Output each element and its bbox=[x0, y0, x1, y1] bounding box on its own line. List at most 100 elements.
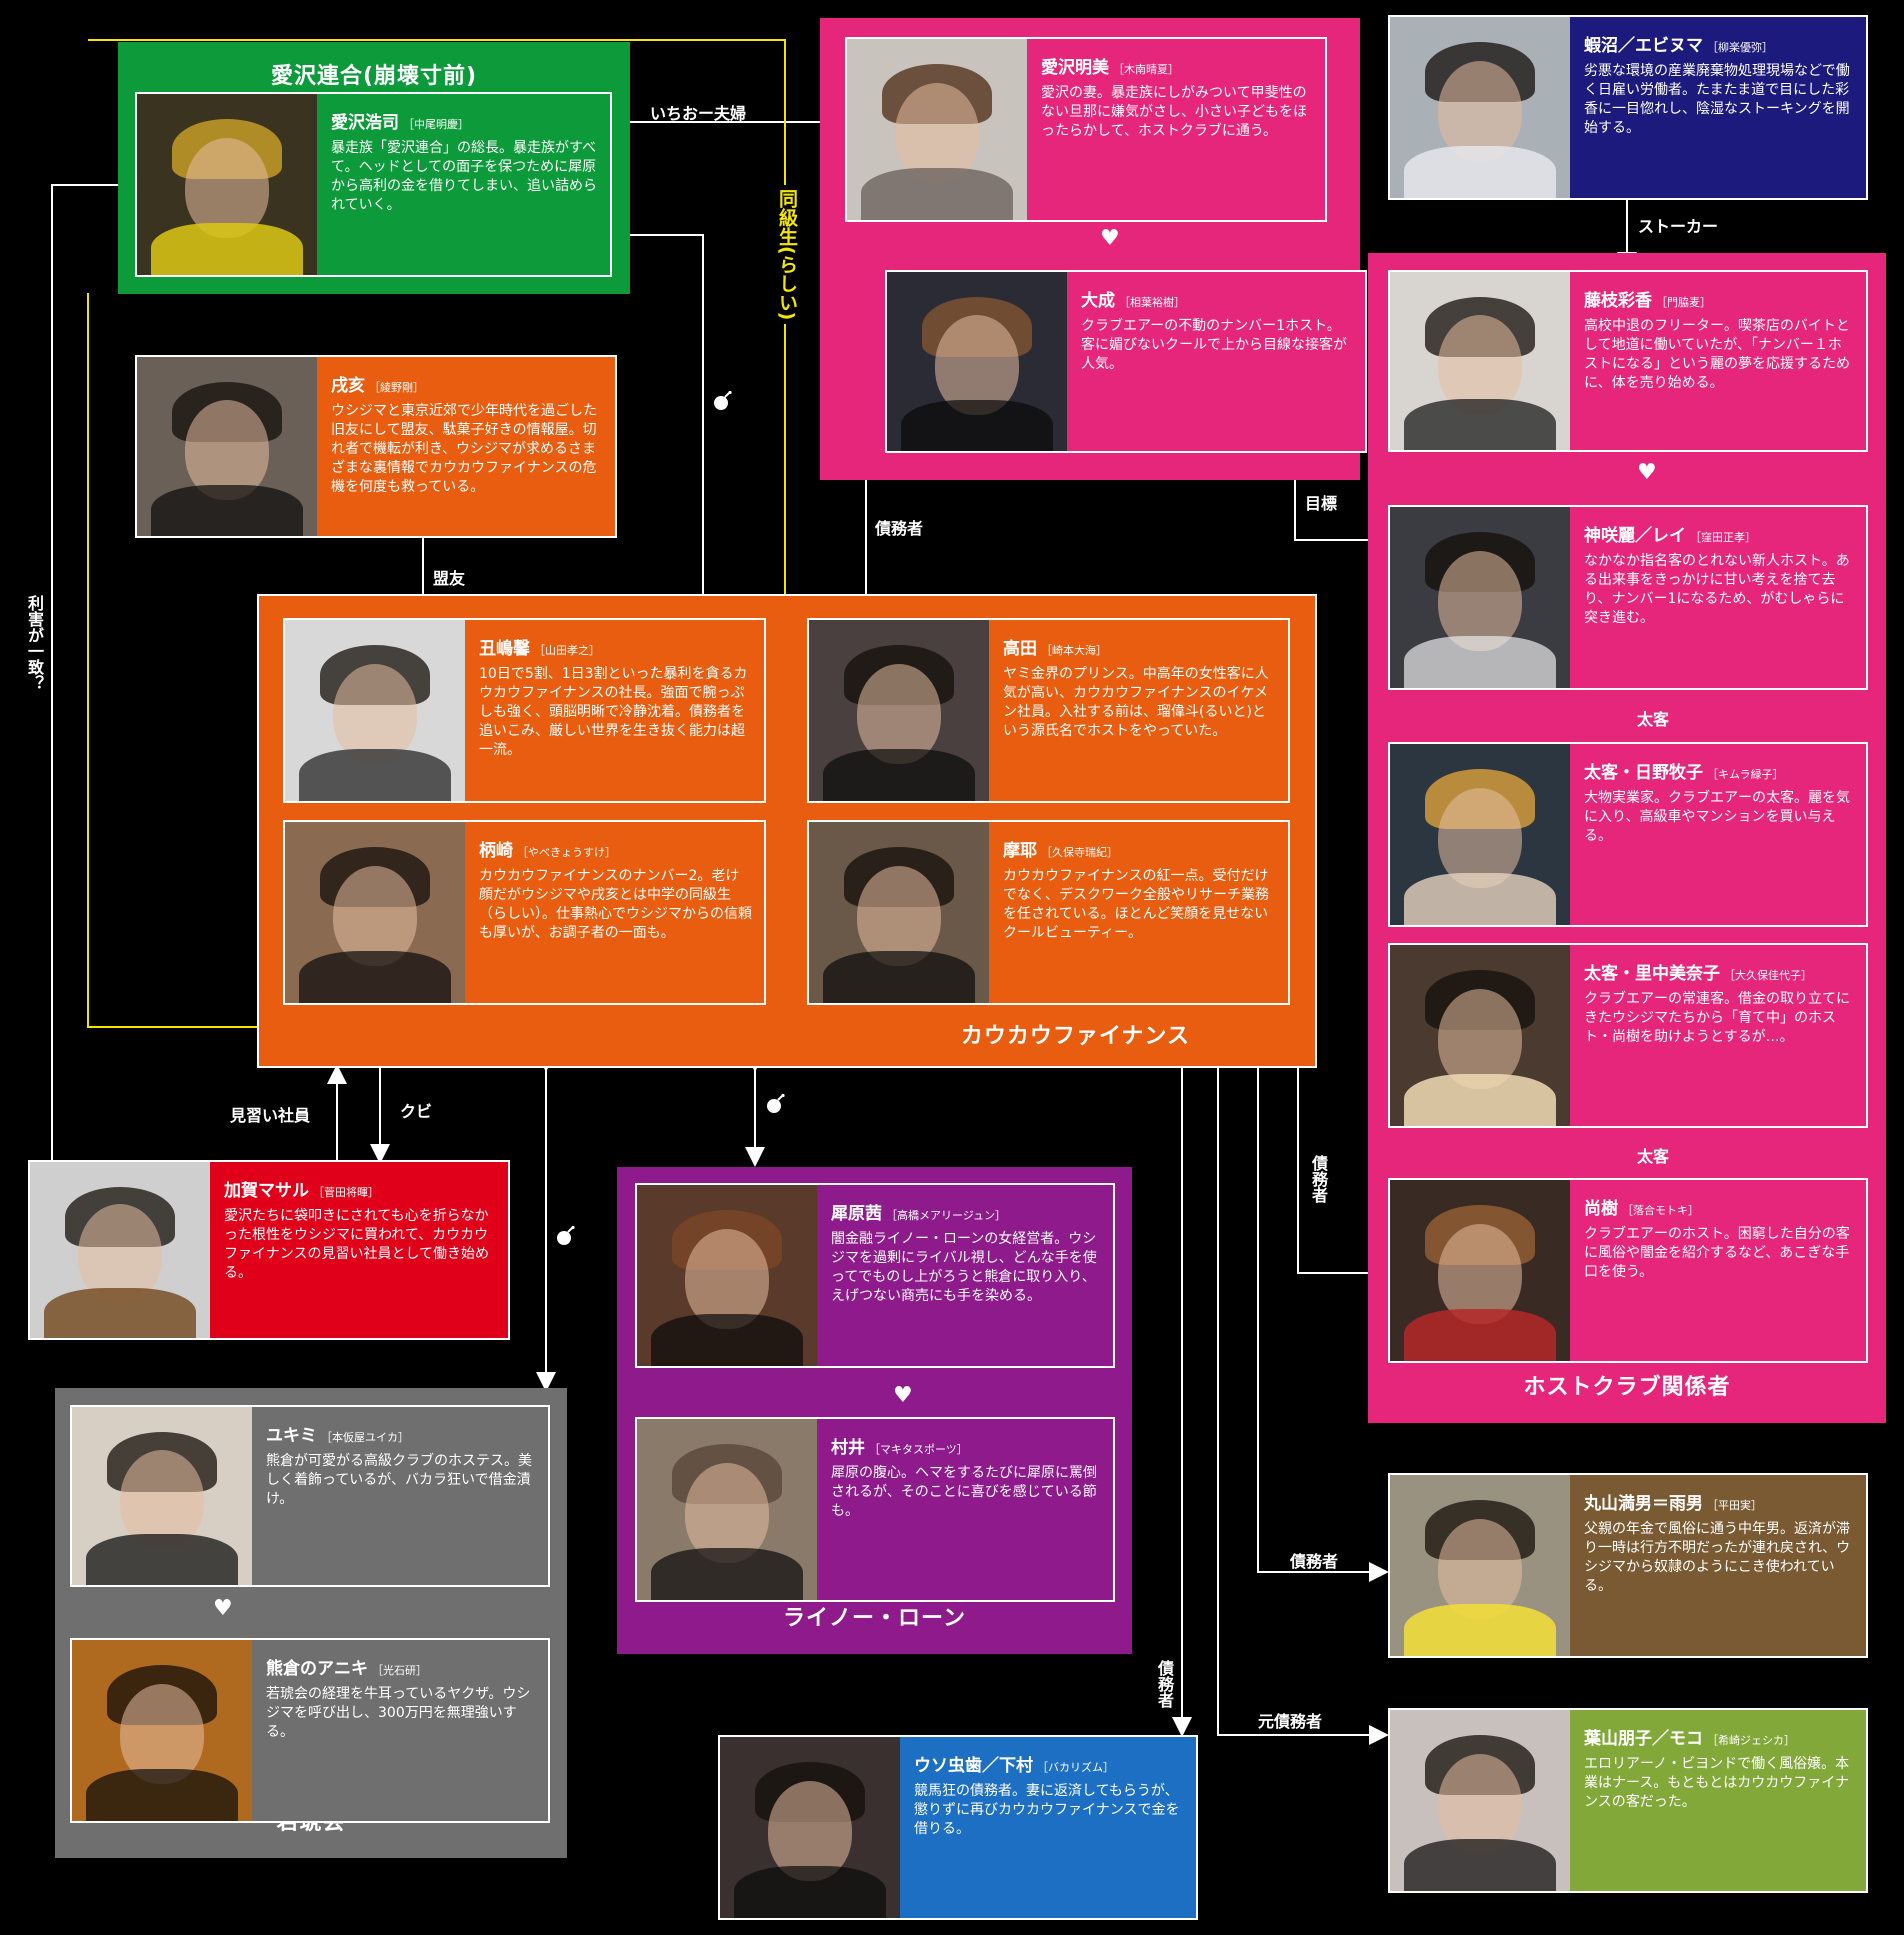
name-label: 太客・里中美奈子［大久保佳代子］ bbox=[1584, 964, 1812, 984]
group-title-host: ホストクラブ関係者 bbox=[1523, 1375, 1731, 1400]
card-takada[interactable]: 高田［崎本大海］ ヤミ金界のプリンス。中高年の女性客に人気が高い、カウカウファイ… bbox=[807, 618, 1290, 803]
description-text: ウシジマと東京近郊で少年時代を過ごした旧友にして盟友、駄菓子好きの情報屋。切れ者… bbox=[331, 403, 597, 495]
description-text: 愛沢たちに袋叩きにされても心を折らなかった根性をウシジマに買われて、カウカウファ… bbox=[224, 1208, 490, 1281]
description-text: クラブエアーのホスト。困窮した自分の客に風俗や闇金を紹介するなど、あこぎな手口を… bbox=[1584, 1226, 1850, 1280]
name-label: 大成［相葉裕樹］ bbox=[1081, 291, 1185, 311]
name-label: 愛沢明美［木南晴夏］ bbox=[1041, 58, 1179, 78]
photo-taisei bbox=[887, 272, 1067, 451]
description-text: 父親の年金で風俗に通う中年男。返済が滞り一時は行方不明だったが連れ戻され、ウシジ… bbox=[1584, 1521, 1851, 1594]
name-label: 尚樹［落合モトキ］ bbox=[1584, 1199, 1699, 1219]
description-text: カウカウファイナンスの紅一点。受付だけでなく、デスクワーク全般やリサーチ業務を任… bbox=[1003, 868, 1269, 941]
card-saibara-akane[interactable]: 犀原茜［高橋メアリージュン］ 闇金融ライノー・ローンの女経営者。ウシジマを過剰に… bbox=[635, 1183, 1115, 1368]
card-hayama-tomoko[interactable]: 葉山朋子／モコ［希崎ジェシカ］ エロリアーノ・ビヨンドで働く風俗嬢。本業はナース… bbox=[1388, 1708, 1868, 1893]
name-label: 神咲麗／レイ［窪田正孝］ bbox=[1584, 526, 1756, 546]
group-title-aizawa: 愛沢連合(崩壊寸前) bbox=[270, 64, 478, 89]
card-maya[interactable]: 摩耶［久保寺瑞紀］ カウカウファイナンスの紅一点。受付だけでなく、デスクワーク全… bbox=[807, 820, 1290, 1005]
label-debtor-maruyama: 債務者 bbox=[1290, 1552, 1339, 1571]
description-text: 犀原の腹心。ヘマをするたびに犀原に罵倒されるが、そのことに喜びを感じている節も。 bbox=[831, 1465, 1097, 1519]
card-usomushiba[interactable]: ウソ虫歯／下村［バカリズム］ 競馬狂の債務者。妻に返済してもらうが、懲りずに再び… bbox=[718, 1735, 1198, 1920]
photo-takada bbox=[809, 620, 989, 801]
description-text: 10日で5割、1日3割といった暴利を貪るカウカウファイナンスの社長。強面で腕っぷ… bbox=[479, 666, 748, 758]
card-murai[interactable]: 村井［マキタスポーツ］ 犀原の腹心。ヘマをするたびに犀原に罵倒されるが、そのこと… bbox=[635, 1417, 1115, 1602]
heart-icon: ♥ bbox=[1637, 460, 1657, 485]
photo-aizawa-koji bbox=[137, 94, 317, 275]
card-kumakura[interactable]: 熊倉のアニキ［光石研］ 若琥会の経理を牛耳っているヤクザ。ウシジマを呼び出し、3… bbox=[70, 1638, 550, 1823]
card-kamisaki-rei[interactable]: 神咲麗／レイ［窪田正孝］ なかなか指名客のとれない新人ホスト。ある出来事をきっか… bbox=[1388, 505, 1868, 690]
photo-ushijima bbox=[285, 620, 465, 801]
name-label: 愛沢浩司［中尾明慶］ bbox=[331, 113, 469, 133]
label-futokyaku-1: 太客 bbox=[1637, 710, 1670, 729]
label-interest: 利害が一致？ bbox=[25, 595, 44, 691]
description-text: ヤミ金界のプリンス。中高年の女性客に人気が高い、カウカウファイナンスのイケメン社… bbox=[1003, 666, 1269, 739]
name-label: 蝦沼／エビヌマ［柳楽優弥］ bbox=[1584, 36, 1773, 56]
card-ushijima[interactable]: 丑嶋馨［山田孝之］ 10日で5割、1日3割といった暴利を貪るカウカウファイナンス… bbox=[283, 618, 766, 803]
photo-usomushiba bbox=[720, 1737, 900, 1918]
heart-icon: ♥ bbox=[1100, 226, 1120, 251]
name-label: ユキミ［本仮屋ユイカ］ bbox=[266, 1426, 409, 1446]
name-label: 藤枝彩香［門脇麦］ bbox=[1584, 291, 1711, 311]
name-label: ウソ虫歯／下村［バカリズム］ bbox=[914, 1756, 1114, 1776]
description-text: クラブエアーの常連客。借金の取り立てにきたウシジマたちから「育て中」のホスト・尚… bbox=[1584, 991, 1850, 1045]
label-debtor-right: 債務者 bbox=[1309, 1155, 1328, 1203]
card-maruyama-mitsuo[interactable]: 丸山満男＝雨男［平田実］ 父親の年金で風俗に通う中年男。返済が滞り一時は行方不明… bbox=[1388, 1473, 1868, 1658]
heart-icon: ♥ bbox=[213, 1596, 233, 1621]
name-label: 葉山朋子／モコ［希崎ジェシカ］ bbox=[1584, 1729, 1795, 1749]
photo-kaga bbox=[30, 1162, 210, 1338]
photo-kamisaki bbox=[1390, 507, 1570, 688]
name-label: 丸山満男＝雨男［平田実］ bbox=[1584, 1494, 1762, 1514]
description-text: 暴走族「愛沢連合」の総長。暴走族がすべて。ヘッドとしての面子を保つために犀原から… bbox=[331, 140, 597, 213]
description-text: クラブエアーの不動のナンバー1ホスト。客に媚びないクールで上から目線な接客が人気… bbox=[1081, 318, 1347, 372]
name-label: 村井［マキタスポーツ］ bbox=[831, 1438, 968, 1458]
name-label: 摩耶［久保寺瑞紀］ bbox=[1003, 841, 1118, 861]
description-text: 高校中退のフリーター。喫茶店のバイトとして地道に働いていたが、「ナンバー１ホスト… bbox=[1584, 318, 1850, 391]
label-couple: いちおー夫婦 bbox=[650, 104, 747, 123]
label-debtor-bottom: 債務者 bbox=[1155, 1660, 1174, 1708]
description-text: カウカウファイナンスのナンバー2。老け顔だがウシジマや戌亥とは中学の同級生（らし… bbox=[479, 868, 752, 941]
description-text: 闇金融ライノー・ローンの女経営者。ウシジマを過剰にライバル視し、どんな手を使って… bbox=[831, 1231, 1097, 1304]
description-text: 若琥会の経理を牛耳っているヤクザ。ウシジマを呼び出し、300万円を無理強いする。 bbox=[266, 1686, 531, 1740]
photo-naoki bbox=[1390, 1180, 1570, 1361]
description-text: エロリアーノ・ビヨンドで働く風俗嬢。本業はナース。もともとはカウカウファイナンス… bbox=[1584, 1756, 1850, 1810]
photo-hayama bbox=[1390, 1710, 1570, 1891]
label-futokyaku-2: 太客 bbox=[1637, 1147, 1670, 1166]
label-former-debtor: 元債務者 bbox=[1258, 1712, 1323, 1731]
photo-yukimi bbox=[72, 1407, 252, 1585]
description-text: 熊倉が可愛がる高級クラブのホステス。美しく着飾っているが、バカラ狂いで借金漬け。 bbox=[266, 1453, 532, 1507]
group-title-rhino: ライノー・ローン bbox=[783, 1606, 966, 1631]
photo-satonaka bbox=[1390, 945, 1570, 1126]
card-satonaka-minako[interactable]: 太客・里中美奈子［大久保佳代子］ クラブエアーの常連客。借金の取り立てにきたウシ… bbox=[1388, 943, 1868, 1128]
name-label: 犀原茜［高橋メアリージュン］ bbox=[831, 1204, 1007, 1224]
card-aizawa-koji[interactable]: 愛沢浩司［中尾明慶］ 暴走族「愛沢連合」の総長。暴走族がすべて。ヘッドとしての面… bbox=[135, 92, 612, 277]
photo-kashiwazaki bbox=[285, 822, 465, 1003]
name-label: 丑嶋馨［山田孝之］ bbox=[479, 639, 600, 659]
card-ebinuma[interactable]: 蝦沼／エビヌマ［柳楽優弥］ 劣悪な環境の産業廃棄物処理現場などで働く日雇い労働者… bbox=[1388, 15, 1868, 200]
photo-inui bbox=[137, 357, 317, 536]
photo-aizawa-akemi bbox=[847, 39, 1027, 220]
name-label: 高田［崎本大海］ bbox=[1003, 639, 1107, 659]
card-naoki[interactable]: 尚樹［落合モトキ］ クラブエアーのホスト。困窮した自分の客に風俗や闇金を紹介する… bbox=[1388, 1178, 1868, 1363]
photo-fujieda bbox=[1390, 272, 1570, 450]
card-aizawa-akemi[interactable]: 愛沢明美［木南晴夏］ 愛沢の妻。暴走族にしがみついて甲斐性のない旦那に嫌気がさし… bbox=[845, 37, 1327, 222]
name-label: 太客・日野牧子［キムラ緑子］ bbox=[1584, 763, 1784, 783]
card-inui[interactable]: 戌亥［綾野剛］ ウシジマと東京近郊で少年時代を過ごした旧友にして盟友、駄菓子好き… bbox=[135, 355, 617, 538]
card-fujieda-ayaka[interactable]: 藤枝彩香［門脇麦］ 高校中退のフリーター。喫茶店のバイトとして地道に働いていたが… bbox=[1388, 270, 1868, 452]
label-goal: 目標 bbox=[1305, 494, 1338, 513]
photo-murai bbox=[637, 1419, 817, 1600]
bomb-icon bbox=[557, 1225, 575, 1245]
name-label: 熊倉のアニキ［光石研］ bbox=[266, 1659, 427, 1679]
label-apprentice: 見習い社員 bbox=[230, 1106, 311, 1125]
card-taisei[interactable]: 大成［相葉裕樹］ クラブエアーの不動のナンバー1ホスト。客に媚びないクールで上か… bbox=[885, 270, 1367, 453]
description-text: なかなか指名客のとれない新人ホスト。ある出来事をきっかけに甘い考えを捨て去り、ナ… bbox=[1584, 553, 1850, 626]
label-debtor-top: 債務者 bbox=[875, 519, 924, 538]
name-label: 加賀マサル［菅田将暉］ bbox=[224, 1181, 379, 1201]
label-classmates: 同級生(らしい) bbox=[774, 185, 801, 325]
description-text: 愛沢の妻。暴走族にしがみついて甲斐性のない旦那に嫌気がさし、小さい子どもをほった… bbox=[1041, 85, 1307, 139]
card-hinono-makiko[interactable]: 太客・日野牧子［キムラ緑子］ 大物実業家。クラブエアーの太客。麗を気に入り、高級… bbox=[1388, 742, 1868, 927]
card-kaga-masaru[interactable]: 加賀マサル［菅田将暉］ 愛沢たちに袋叩きにされても心を折らなかった根性をウシジマ… bbox=[28, 1160, 510, 1340]
name-label: 柄崎［やべきょうすけ］ bbox=[479, 841, 616, 861]
bomb-icon bbox=[714, 390, 732, 410]
bomb-icon bbox=[767, 1093, 785, 1113]
card-yukimi[interactable]: ユキミ［本仮屋ユイカ］ 熊倉が可愛がる高級クラブのホステス。美しく着飾っているが… bbox=[70, 1405, 550, 1587]
card-kashiwazaki[interactable]: 柄崎［やべきょうすけ］ カウカウファイナンスのナンバー2。老け顔だがウシジマや戌… bbox=[283, 820, 766, 1005]
